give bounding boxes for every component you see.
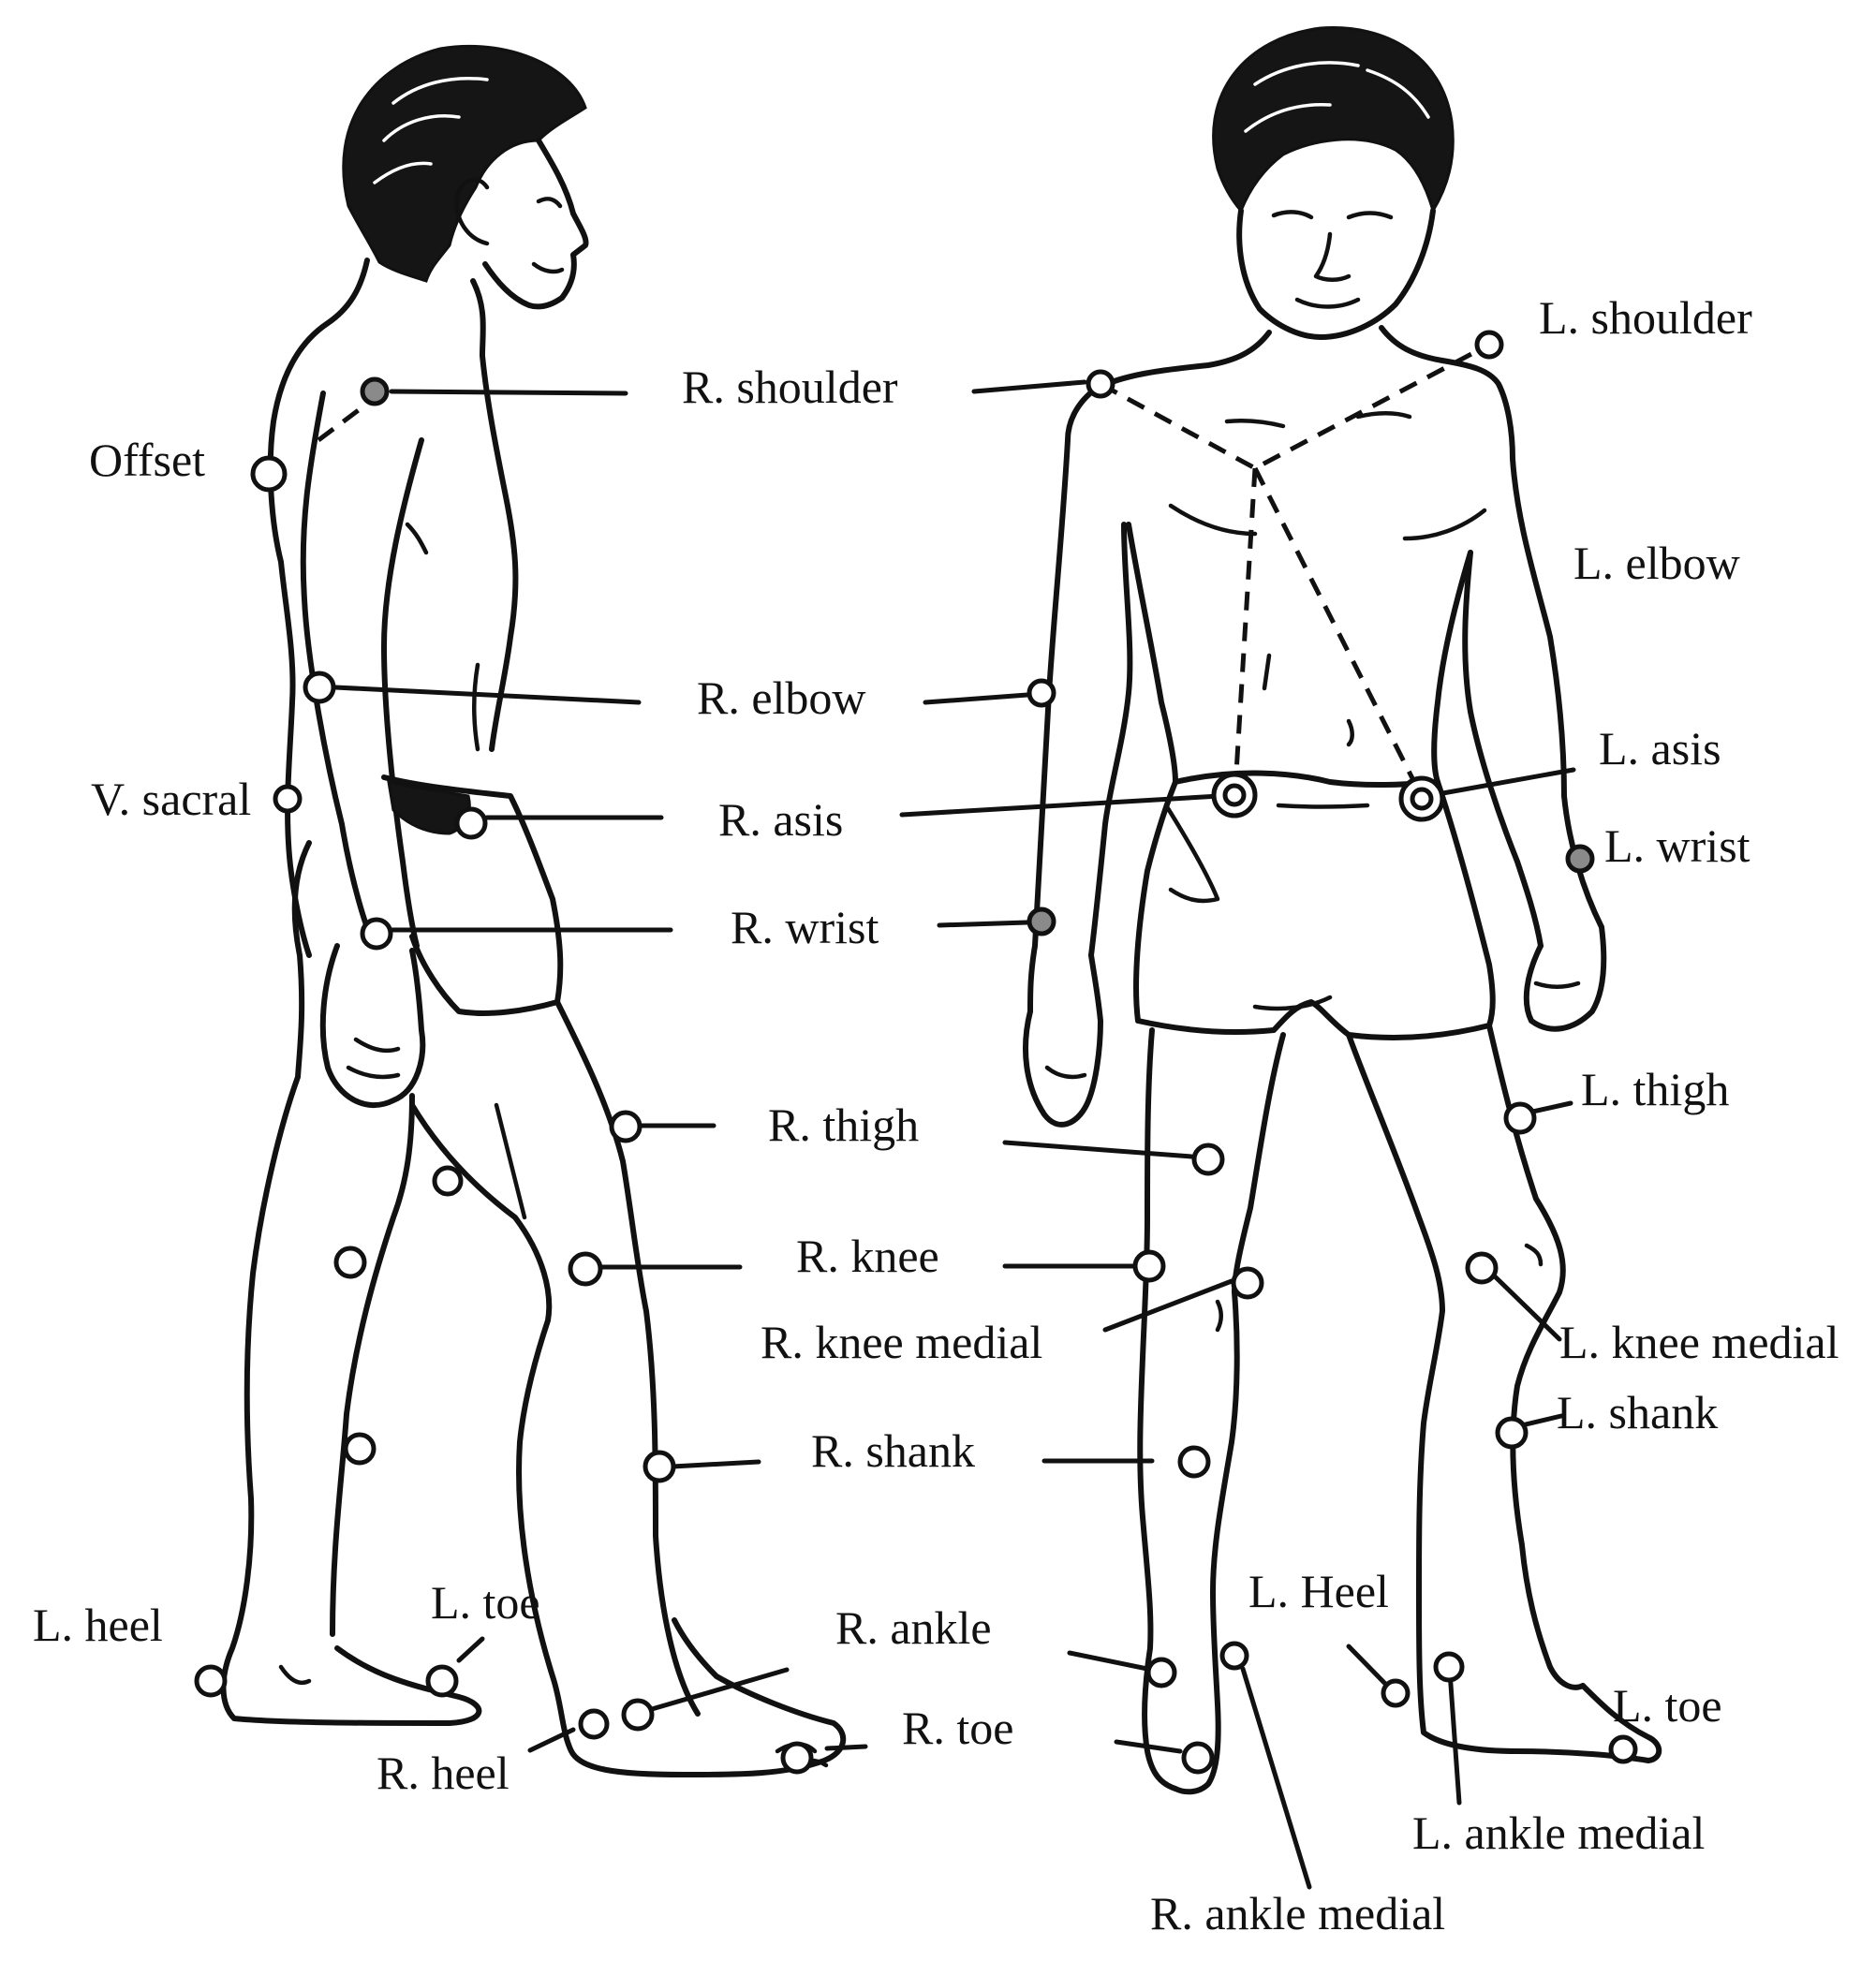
label-r-thigh: R. thigh (768, 1098, 919, 1151)
front-l-knee-medial-marker (1465, 1251, 1499, 1285)
side-thigh-medial-marker (432, 1165, 464, 1197)
front-r-toe-marker (1181, 1741, 1215, 1775)
label-r-elbow: R. elbow (697, 671, 866, 724)
side-v-sacral-marker (273, 784, 303, 814)
front-r-elbow-marker (1027, 678, 1056, 708)
side-offset-marker (250, 455, 288, 493)
label-l-shank: L. shank (1557, 1386, 1718, 1438)
label-r-ankle-medial: R. ankle medial (1150, 1887, 1445, 1939)
label-l-toe: L. toe (431, 1576, 540, 1629)
front-r-asis-marker (1211, 772, 1258, 818)
front-l-shank-marker (1495, 1416, 1529, 1450)
label-r-asis: R. asis (718, 793, 843, 846)
label-l-heel: L. heel (33, 1599, 163, 1651)
side-l-toe-marker (425, 1664, 459, 1698)
label-l-elbow: L. elbow (1573, 537, 1740, 589)
label-r-shank: R. shank (811, 1424, 975, 1477)
label-r-ankle: R. ankle (835, 1601, 992, 1654)
front-l-shoulder-marker (1474, 330, 1504, 360)
label-l-thigh: L. thigh (1581, 1063, 1729, 1115)
front-r-ankle-medial-marker (1219, 1641, 1249, 1671)
label-l-knee-medial: L. knee medial (1559, 1316, 1839, 1368)
side-r-elbow-marker (303, 671, 336, 704)
side-r-shank-marker (643, 1450, 676, 1483)
label-r-knee-medial: R. knee medial (761, 1316, 1042, 1368)
label-l-ankle-medial: L. ankle medial (1412, 1806, 1705, 1859)
side-r-ankle-marker (621, 1698, 655, 1732)
front-r-ankle-marker (1145, 1657, 1177, 1688)
labels: R. shoulder Offset R. elbow V. sacral R.… (33, 291, 1839, 1939)
label-r-shoulder: R. shoulder (682, 361, 898, 413)
side-r-thigh-marker (609, 1110, 643, 1143)
front-r-knee-medial-marker (1231, 1266, 1264, 1300)
front-r-shank-marker (1177, 1445, 1211, 1479)
label-l-toe-front: L. toe (1613, 1679, 1722, 1732)
label-l-wrist: L. wrist (1604, 819, 1750, 872)
front-view-figure (1023, 26, 1662, 1795)
markers (194, 330, 1638, 1775)
label-r-toe: R. toe (902, 1702, 1013, 1754)
front-l-thigh-marker (1503, 1101, 1537, 1135)
side-r-toe-marker (780, 1741, 814, 1775)
side-r-shoulder-marker (360, 376, 390, 406)
label-l-asis: L. asis (1599, 722, 1721, 774)
side-r-asis-marker (454, 806, 488, 840)
front-l-heel-marker (1381, 1678, 1411, 1708)
label-r-heel: R. heel (377, 1747, 510, 1799)
label-offset: Offset (89, 434, 205, 486)
side-view-figure (220, 44, 847, 1777)
side-r-heel-marker (578, 1708, 610, 1740)
front-l-ankle-medial-marker (1433, 1651, 1465, 1683)
side-r-knee-marker (568, 1251, 603, 1287)
front-r-shoulder-marker (1086, 369, 1115, 399)
side-l-knee-marker (333, 1246, 367, 1279)
front-l-wrist-marker (1565, 844, 1595, 874)
label-r-wrist: R. wrist (731, 901, 879, 953)
front-l-toe-marker (1608, 1734, 1638, 1764)
front-r-thigh-marker (1191, 1143, 1225, 1176)
front-r-wrist-marker (1027, 907, 1056, 936)
side-l-shank-marker (343, 1432, 377, 1466)
label-r-knee: R. knee (796, 1230, 939, 1282)
front-r-knee-marker (1132, 1249, 1166, 1283)
front-l-asis-marker (1398, 775, 1445, 822)
leader-lines (332, 379, 1576, 1890)
side-r-wrist-marker (360, 917, 393, 951)
label-l-shoulder: L. shoulder (1539, 291, 1752, 344)
side-l-heel-marker (194, 1664, 228, 1698)
label-v-sacral: V. sacral (91, 773, 251, 825)
label-l-heel-front: L. Heel (1248, 1565, 1389, 1617)
